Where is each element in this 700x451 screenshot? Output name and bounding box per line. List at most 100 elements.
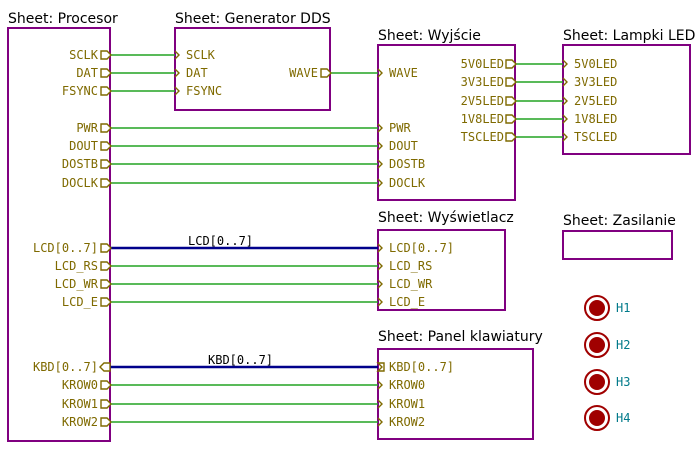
pin-label-dds-wave: WAVE [289,66,318,80]
pin-glyph-dds-sclk [174,50,180,60]
pin-glyph-dds-wave [320,68,332,78]
mounting-hole-h4[interactable]: H4 [584,405,630,431]
pin-glyph-wyjscie-dout [377,141,383,151]
pin-label-klawiatura-krow1: KROW1 [389,397,425,411]
pin-glyph-procesor-dat [100,68,112,78]
mounting-hole-pad [589,374,605,390]
pin-glyph-procesor-krow1 [100,399,112,409]
mounting-hole-h1[interactable]: H1 [584,295,630,321]
pin-label-wyswietlacz-lcd: LCD[0..7] [389,241,454,255]
pin-label-wyjscie-3v3led: 3V3LED [461,75,504,89]
pin-label-wyjscie-5v0led: 5V0LED [461,57,504,71]
mounting-hole-label: H3 [616,375,630,389]
pin-label-klawiatura-krow0: KROW0 [389,378,425,392]
mounting-hole-label: H4 [616,411,630,425]
pin-label-procesor-krow1: KROW1 [62,397,98,411]
sheet-title-klawiatura: Sheet: Panel klawiatury [378,329,543,345]
pin-glyph-procesor-krow2 [100,417,112,427]
pin-glyph-wyjscie-pwr [377,123,383,133]
bus-label-lcd: LCD[0..7] [188,234,253,248]
pin-glyph-wyjscie-dostb [377,159,383,169]
sheet-title-zasilanie: Sheet: Zasilanie [563,213,676,229]
bus-label-kbd: KBD[0..7] [208,353,273,367]
pins-procesor: SCLK DAT FSYNC PWR DOUT DOSTB DOCLK LCD[… [33,48,99,429]
pin-label-procesor-lcd-wr: LCD_WR [55,277,99,291]
pin-label-procesor-krow0: KROW0 [62,378,98,392]
mounting-hole-h3[interactable]: H3 [584,369,630,395]
pin-glyph-lampki-2v5led [562,96,568,106]
pin-glyph-procesor-kbd [99,362,111,372]
pin-glyphs [99,50,568,427]
pin-label-procesor-doclk: DOCLK [62,176,99,190]
pin-label-lampki-1v8led: 1V8LED [574,112,617,126]
pin-label-wyjscie-2v5led: 2V5LED [461,94,504,108]
pin-label-wyjscie-doclk: DOCLK [389,176,426,190]
pin-label-procesor-kbd: KBD[0..7] [33,360,98,374]
sheet-title-procesor: Sheet: Procesor [8,11,118,27]
pin-label-klawiatura-krow2: KROW2 [389,415,425,429]
pin-glyph-wyswietlacz-lcd-e [377,297,383,307]
pin-label-dds-sclk: SCLK [186,48,216,62]
sheet-box-wyjscie[interactable] [377,44,516,201]
pin-label-lampki-5v0led: 5V0LED [574,57,617,71]
pin-glyph-lampki-1v8led [562,114,568,124]
pin-glyph-wyjscie-doclk [377,178,383,188]
pin-glyph-wyswietlacz-lcd [377,243,383,253]
pin-label-procesor-dat: DAT [76,66,98,80]
pin-label-procesor-sclk: SCLK [69,48,99,62]
pin-label-wyjscie-tscled: TSCLED [461,130,504,144]
pin-glyph-procesor-doclk [100,178,112,188]
sheet-box-procesor[interactable] [7,27,111,442]
pin-label-procesor-krow2: KROW2 [62,415,98,429]
pin-label-procesor-lcd-rs: LCD_RS [55,259,98,273]
pin-glyph-dds-fsync [174,86,180,96]
pin-label-wyjscie-dostb: DOSTB [389,157,425,171]
pin-label-procesor-pwr: PWR [76,121,98,135]
pin-label-wyswietlacz-lcd-e: LCD_E [389,295,425,309]
pin-glyph-procesor-lcd-e [100,297,112,307]
pin-glyph-wyjscie-2v5led [505,96,517,106]
pin-label-klawiatura-kbd: KBD[0..7] [389,360,454,374]
mounting-hole-label: H2 [616,338,630,352]
pin-glyph-lampki-3v3led [562,77,568,87]
pin-label-lampki-3v3led: 3V3LED [574,75,617,89]
sheet-title-wyswietlacz: Sheet: Wyświetlacz [378,210,514,226]
pin-label-wyjscie-pwr: PWR [389,121,411,135]
sheet-title-lampki: Sheet: Lampki LED [563,28,695,44]
pin-glyph-wyjscie-3v3led [505,77,517,87]
pin-label-wyswietlacz-lcd-rs: LCD_RS [389,259,432,273]
mounting-hole-h2[interactable]: H2 [584,332,630,358]
pin-glyph-procesor-krow0 [100,380,112,390]
pin-label-dds-dat: DAT [186,66,208,80]
pin-glyph-klawiatura-krow0 [377,380,383,390]
pin-label-procesor-dostb: DOSTB [62,157,98,171]
sheet-box-zasilanie[interactable] [562,230,673,260]
pin-glyph-procesor-dostb [100,159,112,169]
pin-label-procesor-lcd: LCD[0..7] [33,241,98,255]
pin-glyph-wyjscie-5v0led [505,59,517,69]
buses [110,246,378,369]
wires [110,54,563,423]
pin-glyph-klawiatura-krow1 [377,399,383,409]
pin-glyph-klawiatura-kbd [376,362,385,372]
pin-label-dds-fsync: FSYNC [186,84,222,98]
pin-glyph-procesor-lcd-rs [100,261,112,271]
mounting-hole-pad [589,410,605,426]
pin-label-lampki-2v5led: 2V5LED [574,94,617,108]
sheet-box-lampki[interactable] [562,44,691,155]
pin-label-lampki-tscled: TSCLED [574,130,617,144]
sheet-box-klawiatura[interactable] [377,348,534,440]
pin-glyph-lampki-5v0led [562,59,568,69]
pin-label-procesor-fsync: FSYNC [62,84,98,98]
pin-glyph-procesor-lcd [100,243,112,253]
pin-glyph-dds-dat [174,68,180,78]
pin-label-wyjscie-dout: DOUT [389,139,418,153]
pin-glyph-wyjscie-wave [377,68,383,78]
pin-label-procesor-dout: DOUT [69,139,98,153]
mounting-hole-pad [589,300,605,316]
pin-label-wyjscie-1v8led: 1V8LED [461,112,504,126]
pin-label-wyswietlacz-lcd-wr: LCD_WR [389,277,433,291]
pin-glyph-wyswietlacz-lcd-rs [377,261,383,271]
pin-glyph-procesor-fsync [100,86,112,96]
pin-label-wyjscie-wave: WAVE [389,66,418,80]
